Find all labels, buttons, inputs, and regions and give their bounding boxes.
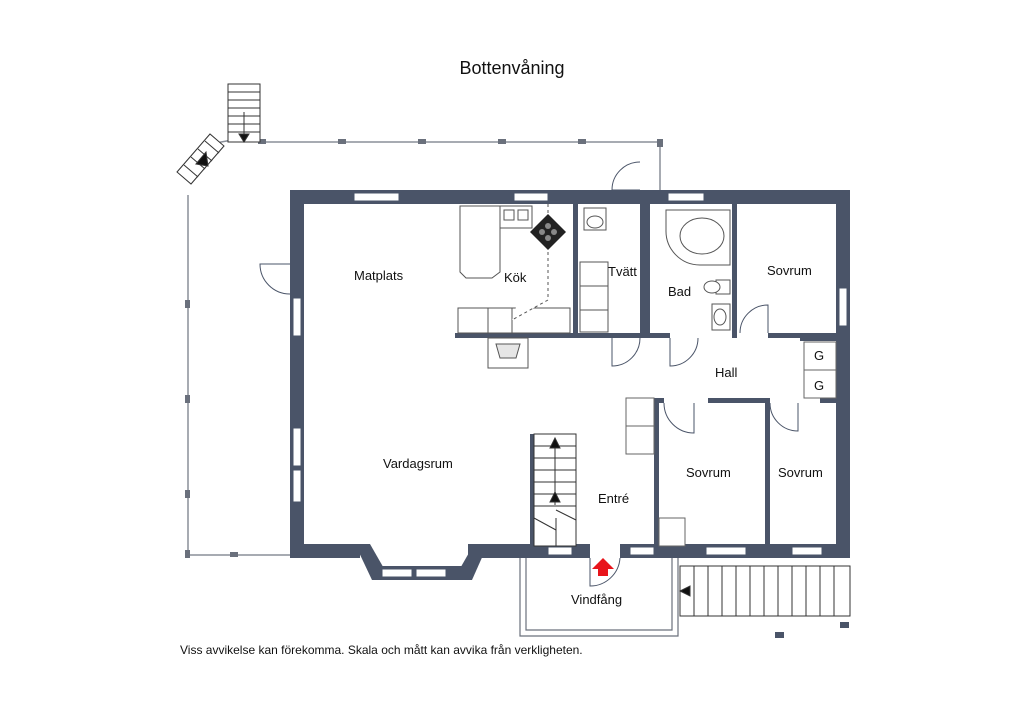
windows [292, 192, 848, 578]
hall-cabinets [625, 397, 686, 547]
interior-stairs [533, 433, 577, 547]
room-garderob-2: G [814, 378, 825, 393]
room-garderob-1: G [814, 348, 825, 363]
bath-fixtures [579, 207, 731, 333]
room-hall: Hall [715, 365, 738, 380]
room-kok: Kök [504, 270, 527, 285]
garderob-boxes [803, 341, 837, 399]
deck-stairs-side [176, 133, 225, 185]
room-entre: Entré [598, 491, 630, 506]
room-tvatt: Tvätt [608, 264, 637, 279]
room-sovrum-right: Sovrum [778, 465, 823, 480]
room-sovrum-mid: Sovrum [686, 465, 731, 480]
room-sovrum-top: Sovrum [767, 263, 812, 278]
plan-title: Bottenvåning [459, 58, 565, 78]
room-vardagsrum: Vardagsrum [383, 456, 453, 471]
room-matplats: Matplats [354, 268, 404, 283]
deck-stairs-top [227, 83, 261, 143]
disclaimer-text: Viss avvikelse kan förekomma. Skala och … [180, 643, 583, 657]
entry-stairs [678, 565, 851, 617]
doors [259, 161, 799, 587]
ground-markers [775, 622, 849, 638]
room-bad: Bad [668, 284, 692, 299]
entrance-arrow-icon [592, 558, 614, 576]
deck-posts [185, 139, 663, 558]
vestibule [519, 558, 679, 637]
stove [530, 214, 566, 250]
room-vindfang: Vindfång [571, 592, 623, 607]
